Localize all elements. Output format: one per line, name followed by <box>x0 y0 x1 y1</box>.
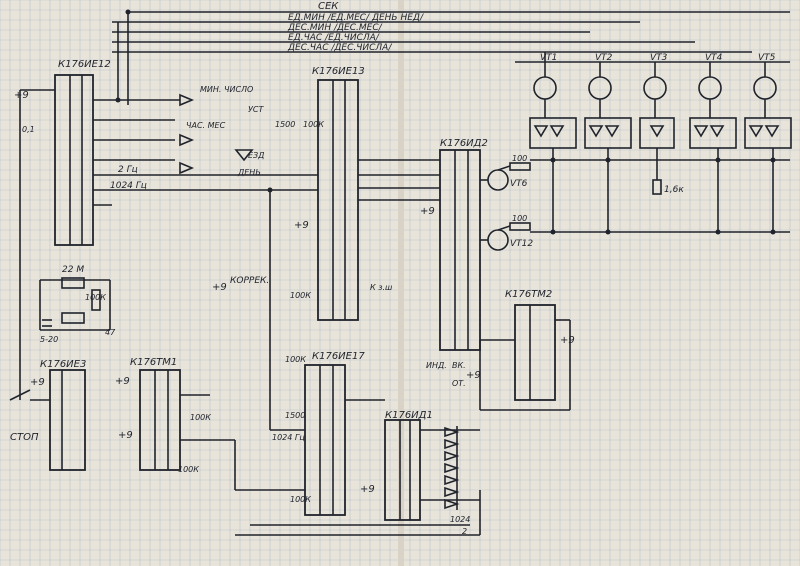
label-plus9-j: +9 <box>466 370 481 381</box>
label-min-date: МИН. ЧИСЛО <box>200 85 253 94</box>
transistor-label-vt6: VT6 <box>510 179 528 189</box>
capacitor-label-0-1: 0,1 <box>22 125 35 134</box>
label-korrek: КОРРЕК. <box>230 276 269 286</box>
resistor-label-1-6k: 1,6к <box>664 185 684 195</box>
transistor-vt3 <box>639 62 675 149</box>
paper-fold <box>398 0 404 566</box>
transistor-vt2 <box>584 62 632 149</box>
transistor-vt5 <box>744 62 792 149</box>
top-buses <box>112 11 790 105</box>
resistor-label-osc: 100К <box>85 293 106 302</box>
label-plus9-c: +9 <box>420 206 435 217</box>
chip-label-ie12: К176ИЕ12 <box>58 59 111 70</box>
chip-ie17 <box>304 364 346 516</box>
segment-bus <box>530 148 790 233</box>
bus-label-hour-units: ЕД.ЧАС /ЕД.ЧИСЛА/ <box>288 33 380 43</box>
chip-ie3 <box>49 369 86 471</box>
capacitor-label-47: 47 <box>105 328 116 337</box>
driver-transistors <box>480 162 531 251</box>
label-plus9-f: +9 <box>30 377 45 388</box>
label-plus9-e: +9 <box>560 335 575 346</box>
label-hour-mon: ЧАС. МЕС <box>186 121 226 130</box>
transistor-label-vt5: VT5 <box>758 53 776 63</box>
label-2hz: 2 Гц <box>118 165 138 175</box>
label-ot: ОТ. <box>452 379 466 388</box>
resistor-label-100k-a: 100К <box>303 120 324 129</box>
chip-tm2 <box>514 304 556 401</box>
transistor-label-vt12: VT12 <box>510 239 533 249</box>
oscillator <box>42 277 101 327</box>
label-1024: 1024 <box>450 515 470 524</box>
label-plus9-g: +9 <box>115 376 130 387</box>
bus-label-hour-tens: ДЕС.ЧАС /ДЕС.ЧИСЛА/ <box>287 43 392 53</box>
label-1024hz-b: 1024 Гц <box>272 433 305 442</box>
interconnect-wires <box>19 89 571 536</box>
resistor-label-100k-d: 100К <box>190 413 211 422</box>
resistor-label-1500-b: 1500 <box>285 411 305 420</box>
resistor-label-100k-c: 100К <box>285 355 306 364</box>
label-day: ДЕНЬ <box>237 168 261 177</box>
chip-label-ie13: К176ИЕ13 <box>312 66 365 77</box>
chip-label-id2: К176ИД2 <box>440 138 488 149</box>
transistor-label-vt1: VT1 <box>540 53 557 63</box>
chip-tm1 <box>139 369 181 471</box>
chip-id1 <box>384 419 421 521</box>
label-stop: СТОП <box>10 432 39 443</box>
resistor-label-1500-a: 1500 <box>275 120 295 129</box>
bus-label-sec: СЕК <box>318 1 339 12</box>
label-set: УСТ <box>248 105 264 114</box>
label-plus9-a: +9 <box>14 90 29 101</box>
bus-label-min-tens: ДЕС.МИН /ДЕС.МЕС/ <box>287 23 383 33</box>
chip-label-tm2: К176ТМ2 <box>505 289 552 300</box>
bus-label-min-units: ЕД.МИН /ЕД.МЕС/ ДЕНЬ НЕД/ <box>288 13 424 23</box>
resistor-label-100k-f: 100К <box>290 495 311 504</box>
stop-switch <box>9 389 50 401</box>
label-plus9-h: +9 <box>118 430 133 441</box>
label-ind: ИНД. <box>426 361 447 370</box>
chip-label-ie3: К176ИЕ3 <box>40 359 86 370</box>
transistor-vt4 <box>689 62 737 149</box>
resistor-label-100-a: 100 <box>512 154 527 163</box>
resistor-label-100k-b: 100К <box>290 291 311 300</box>
quartz-label: 22 М <box>62 265 84 275</box>
junction-dots <box>115 9 776 235</box>
label-ksh: К з.ш <box>370 283 393 292</box>
label-plus9-b: +9 <box>294 220 309 231</box>
label-plus9-i: +9 <box>360 484 375 495</box>
chip-label-id1: К176ИД1 <box>385 410 433 421</box>
label-1024hz: 1024 Гц <box>110 181 147 191</box>
label-vk: ВК. <box>452 361 466 370</box>
diode-set <box>179 93 254 175</box>
transistor-label-vt3: VT3 <box>650 53 668 63</box>
capacitor-label-5-20: 5-20 <box>40 335 58 344</box>
label-day-sh: ЕЗД <box>248 151 264 160</box>
led-column <box>444 426 460 510</box>
chip-label-ie17: К176ИЕ17 <box>312 351 365 362</box>
label-plus9-d: +9 <box>212 282 227 293</box>
resistor-label-100k-e: 100К <box>178 465 199 474</box>
transistor-label-vt2: VT2 <box>595 53 613 63</box>
chip-id2 <box>439 149 481 351</box>
resistor-label-100-b: 100 <box>512 214 527 223</box>
transistor-label-vt4: VT4 <box>705 53 723 63</box>
chip-label-tm1: К176ТМ1 <box>130 357 177 368</box>
label-2: 2 <box>462 527 467 536</box>
